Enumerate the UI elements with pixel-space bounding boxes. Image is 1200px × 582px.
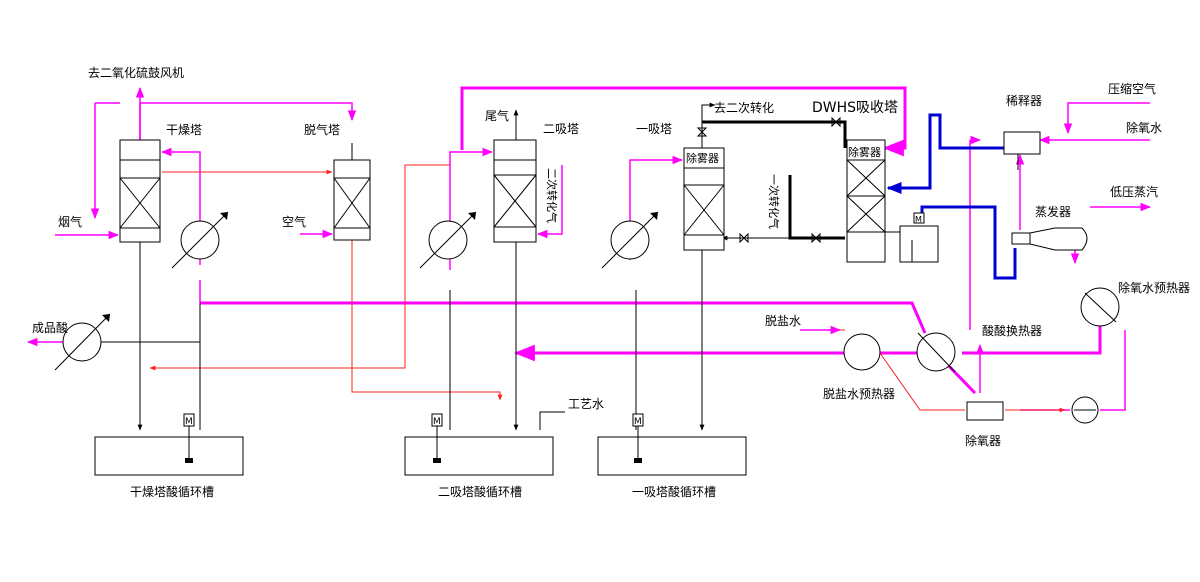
label-first-absorber-tank: 一吸塔酸循环槽 [632, 484, 716, 499]
second-absorber-tower [493, 139, 537, 243]
label-acid-heat-exchanger: 酸酸换热器 [982, 323, 1042, 338]
label-compressed-air: 压缩空气 [1108, 81, 1156, 96]
label-process-water: 工艺水 [568, 397, 604, 411]
desalted-water-preheater [843, 333, 881, 371]
second-absorber-acid-tank [404, 413, 554, 476]
degassing-tower [333, 159, 371, 241]
diluter-vessel [1003, 131, 1041, 170]
label-desalted-water: 脱盐水 [765, 313, 801, 328]
labels: 去二氧化硫鼓风机 干燥塔 脱气塔 尾气 二吸塔 一吸塔 去二次转化 DWHS吸收… [32, 65, 1190, 499]
drying-tower-acid-tank [94, 413, 244, 476]
first-absorber-acid-cooler [601, 211, 659, 269]
label-secondary-conversion-gas: 二次转化气 [545, 168, 559, 223]
label-degassing-tower: 脱气塔 [304, 122, 340, 137]
drying-acid-cooler [171, 211, 229, 269]
label-deoxygenated-water: 除氧水 [1126, 120, 1162, 135]
acid-acid-heat-exchanger [916, 332, 956, 373]
deox-water-preheater [1080, 287, 1120, 327]
motor-label-2: M [433, 417, 441, 427]
valves [696, 116, 841, 244]
label-deaerator: 除氧器 [965, 433, 1001, 448]
label-dwhs-absorber: DWHS吸收塔 [812, 100, 898, 116]
second-absorber-acid-cooler [419, 211, 477, 269]
dwhs-absorber-tower [846, 139, 886, 263]
circulation-pump [1071, 396, 1099, 424]
label-evaporator: 蒸发器 [1035, 204, 1071, 219]
label-to-second-conversion: 去二次转化 [714, 100, 774, 115]
label-air: 空气 [282, 214, 306, 229]
label-tail-gas: 尾气 [485, 108, 509, 123]
label-deox-water-preheater: 除氧水预热器 [1118, 280, 1190, 295]
label-desalted-water-preheater: 脱盐水预热器 [823, 386, 895, 401]
acid-branch-lines [149, 164, 1066, 413]
dwhs-side-vessel [899, 212, 939, 263]
motor-label-4: M [915, 215, 922, 224]
label-first-absorber: 一吸塔 [636, 122, 672, 136]
label-drying-tank: 干燥塔酸循环槽 [130, 484, 214, 499]
label-product-acid: 成品酸 [32, 320, 68, 335]
label-low-pressure-steam: 低压蒸汽 [1110, 184, 1158, 199]
deaerator-vessel [966, 401, 1004, 421]
label-drying-tower: 干燥塔 [166, 123, 202, 137]
drying-tower [119, 139, 161, 243]
label-second-absorber-tank: 二吸塔酸循环槽 [438, 484, 522, 499]
label-mist-eliminator: 除雾器 [686, 151, 719, 165]
label-primary-conversion-gas: 一次转化气 [767, 174, 781, 229]
first-absorber-acid-tank [597, 413, 747, 476]
evaporator-vessel [1011, 227, 1088, 251]
product-acid-cooler [54, 313, 111, 371]
motor-label-1: M [185, 417, 193, 427]
label-mist-eliminator-dwhs: 除雾器 [848, 145, 881, 159]
motor-label-3: M [634, 417, 642, 427]
label-diluter: 稀释器 [1006, 94, 1042, 108]
label-to-so2-fan: 去二氧化硫鼓风机 [88, 65, 184, 80]
label-second-absorber: 二吸塔 [543, 122, 579, 136]
first-absorber-tower [683, 147, 725, 251]
label-flue-gas: 烟气 [58, 214, 82, 229]
water-steam-lines [886, 113, 1017, 280]
gas-lines [95, 102, 900, 431]
